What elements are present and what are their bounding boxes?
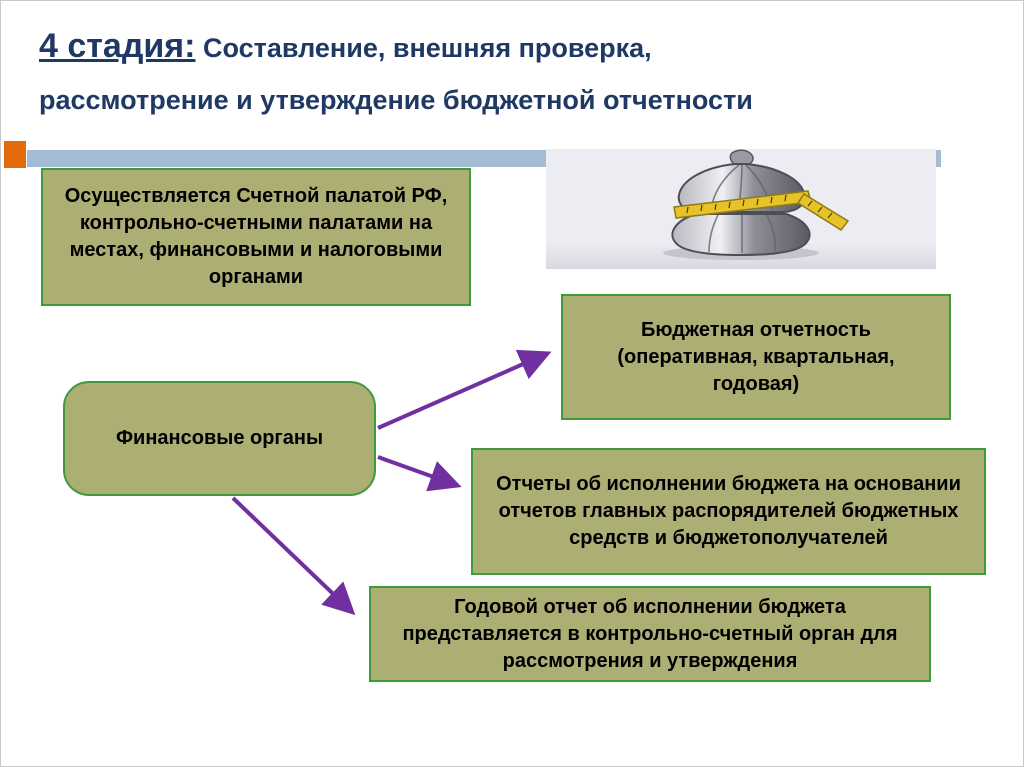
orange-accent-square [4, 141, 26, 168]
annual-report-box: Годовой отчет об исполнении бюджета пред… [369, 586, 931, 682]
title-line-2: рассмотрение и утверждение бюджетной отч… [39, 85, 753, 115]
page-title: 4 стадия: Составление, внешняя проверка,… [39, 21, 979, 121]
annual-report-text: Годовой отчет об исполнении бюджета пред… [402, 595, 898, 672]
arrow-to-annual-report [231, 496, 356, 616]
budget-reporting-text: Бюджетная отчетность (оперативная, кварт… [617, 318, 895, 395]
arrow-to-reporting [377, 349, 552, 430]
arrow-to-execution-reports [377, 455, 462, 492]
execution-reports-box: Отчеты об исполнении бюджета на основани… [471, 448, 986, 575]
finance-organs-box: Финансовые органы [63, 381, 376, 496]
money-bag-with-measuring-tape-image [546, 149, 936, 269]
money-bag-illustration [546, 149, 936, 269]
title-rest-label: Составление, внешняя проверка, [195, 33, 652, 63]
budget-reporting-box: Бюджетная отчетность (оперативная, кварт… [561, 294, 951, 420]
title-line-1: 4 стадия: Составление, внешняя проверка, [39, 21, 979, 72]
oversight-bodies-box: Осуществляется Счетной палатой РФ, контр… [41, 168, 471, 306]
title-stage-label: 4 стадия: [39, 27, 196, 65]
oversight-bodies-text: Осуществляется Счетной палатой РФ, контр… [64, 185, 448, 288]
finance-organs-text: Финансовые органы [115, 427, 324, 449]
execution-reports-text: Отчеты об исполнении бюджета на основани… [496, 473, 961, 549]
